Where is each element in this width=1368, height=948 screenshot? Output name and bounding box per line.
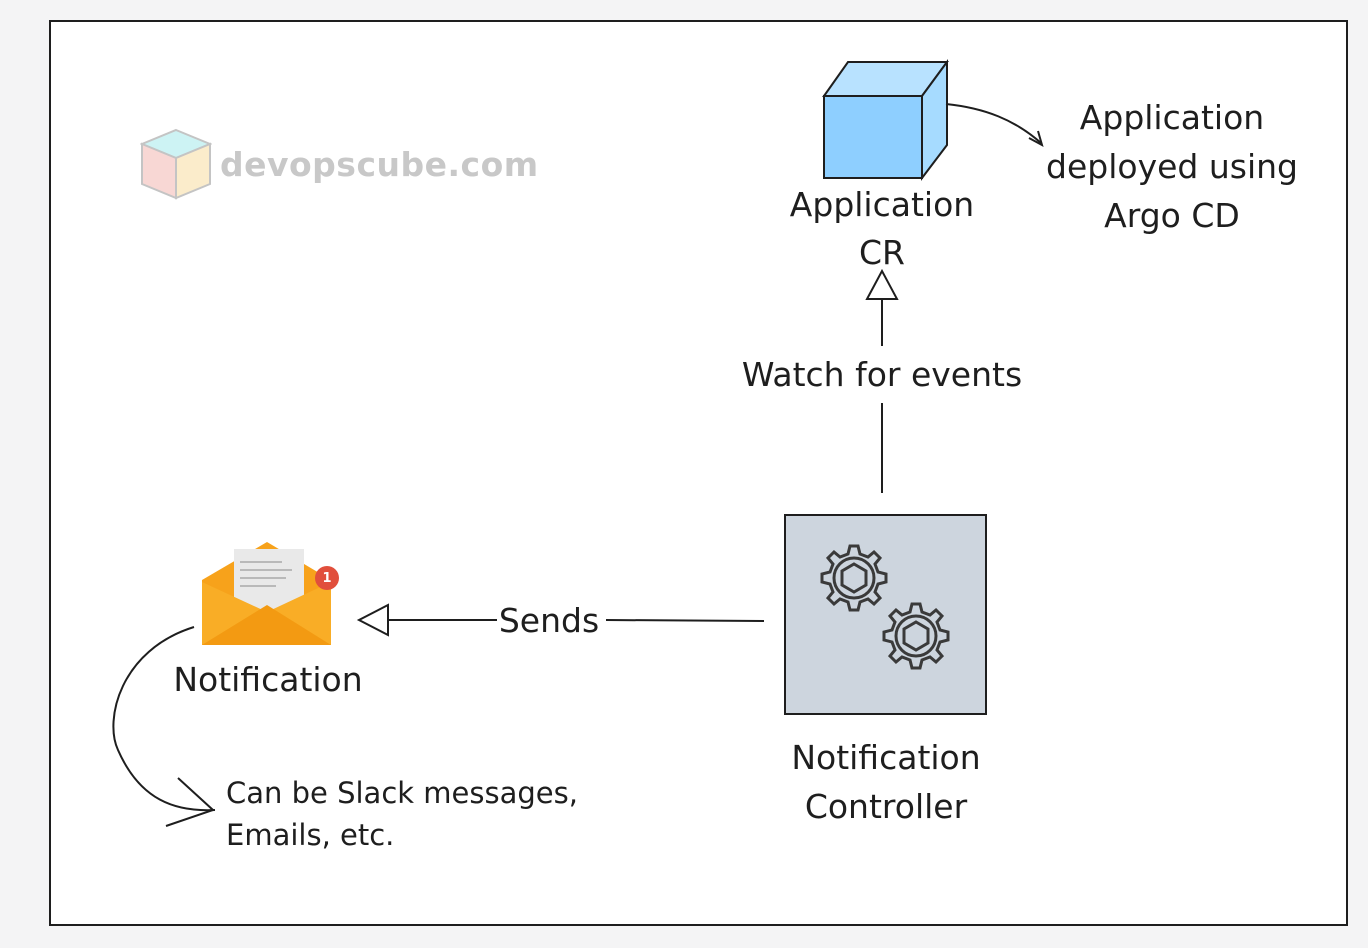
notification-badge: 1	[315, 566, 339, 590]
channels-arrow	[112, 626, 216, 812]
gear-large-icon	[820, 544, 888, 612]
notification-controller-box	[784, 514, 987, 715]
diagram-canvas	[49, 20, 1348, 926]
sends-edge-label: Sends	[498, 601, 600, 640]
channels-note-line2: Emails, etc.	[226, 818, 395, 852]
sends-edge	[356, 603, 765, 637]
deployed-note-line1: Application	[1079, 98, 1265, 137]
deployed-arrow	[945, 103, 1042, 144]
watch-edge-label: Watch for events	[741, 355, 1023, 394]
controller-label-line1: Notification	[791, 738, 981, 777]
gear-small-icon	[882, 602, 950, 670]
gears-icon	[820, 544, 950, 670]
channels-note-line1: Can be Slack messages,	[226, 776, 578, 810]
watermark-text: devopscube.com	[220, 144, 539, 184]
deployed-note-line3: Argo CD	[1104, 196, 1240, 235]
controller-label-line2: Controller	[804, 787, 968, 826]
deployed-note-line2: deployed using	[1046, 147, 1298, 186]
application-cr-label-line1: Application	[789, 185, 975, 224]
application-cube-icon	[822, 58, 949, 181]
watch-arrowhead	[865, 268, 899, 300]
watermark-cube-icon	[140, 128, 212, 200]
notification-label: Notification	[173, 660, 363, 699]
sends-arrowhead	[356, 603, 389, 637]
watch-edge	[865, 268, 899, 493]
application-cr-label-line2: CR	[859, 233, 905, 272]
envelope-icon	[202, 542, 331, 645]
watermark: devopscube.com	[140, 128, 539, 200]
